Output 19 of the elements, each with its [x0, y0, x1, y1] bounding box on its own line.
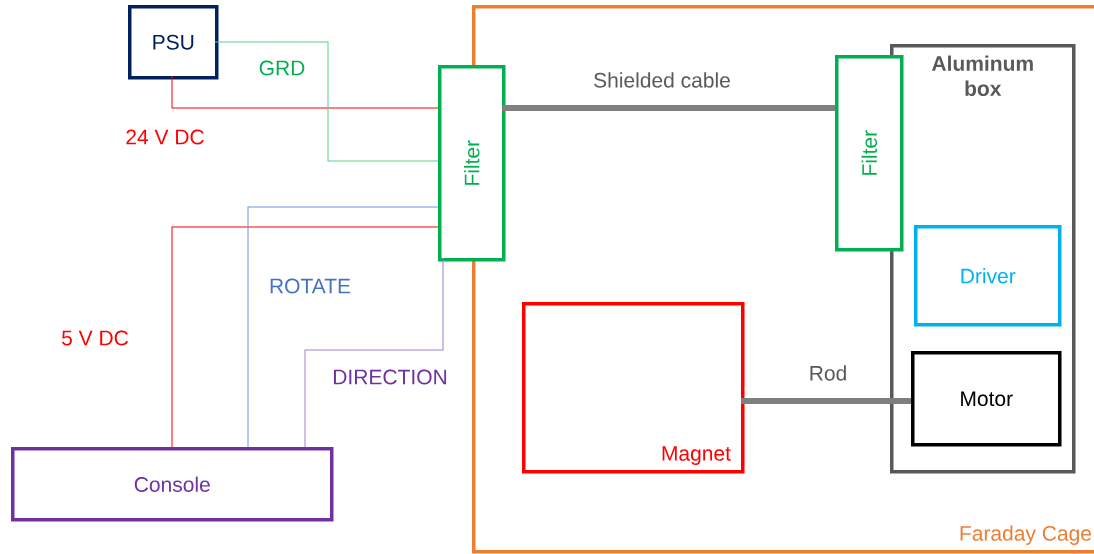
wire [171, 226, 439, 448]
magnet-box: Magnet [522, 302, 745, 474]
driver-box: Driver [914, 225, 1062, 327]
edge-label: 24 V DC [124, 128, 206, 146]
edge-label: DIRECTION [331, 368, 449, 386]
edge-label: GRD [257, 59, 307, 77]
filter-box: Filter [438, 65, 506, 262]
filter-box: Filter [835, 55, 904, 252]
controller-box: Console [11, 447, 334, 522]
wire [247, 206, 439, 448]
wire [214, 41, 439, 162]
edge-label: 5 V DC [60, 329, 130, 347]
wire [304, 257, 444, 448]
power-supply-box: PSU [128, 5, 219, 80]
wire [171, 75, 439, 109]
edge-label: ROTATE [268, 277, 353, 295]
motor-box: Motor [911, 351, 1062, 447]
edge-label: Shielded cable [592, 71, 732, 89]
edge-label: Rod [807, 364, 849, 382]
